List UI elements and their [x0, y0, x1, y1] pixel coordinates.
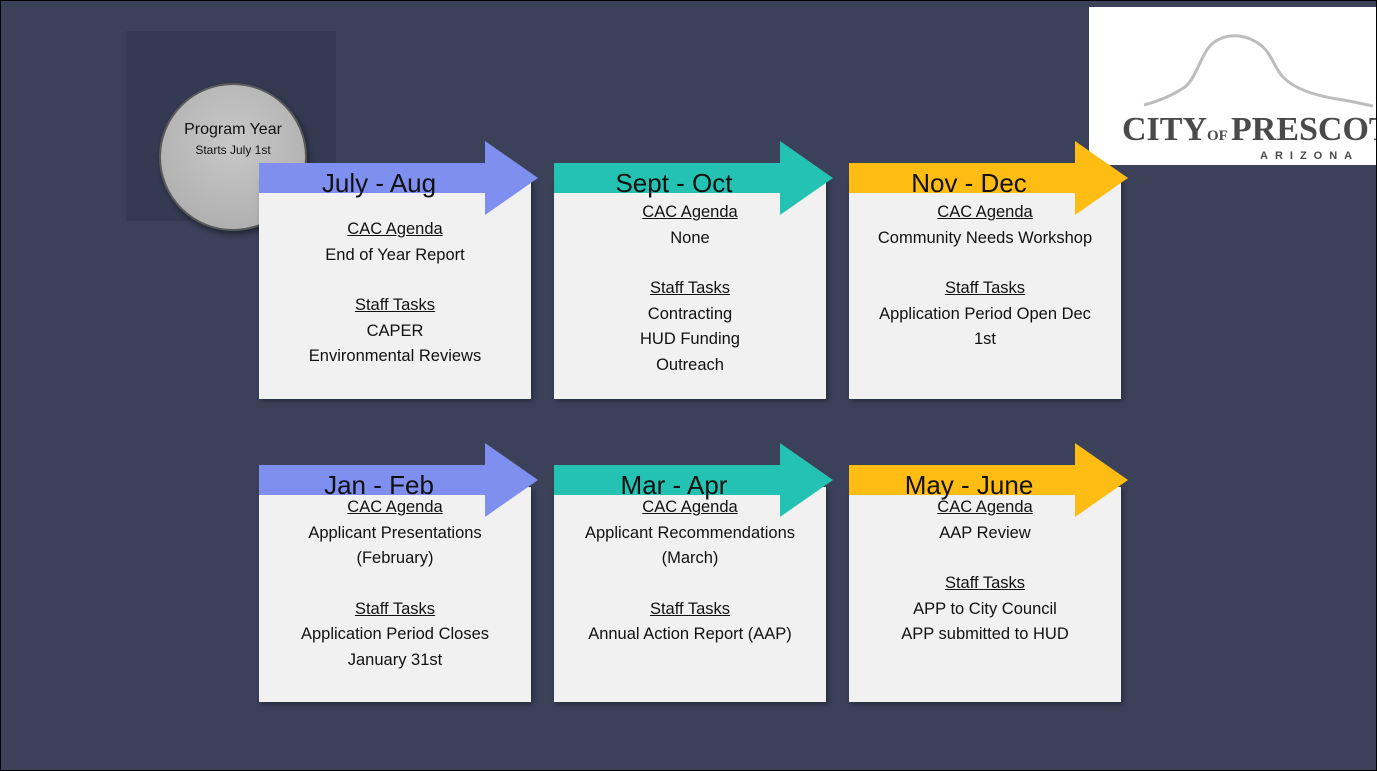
staff-item: CAPER [366, 321, 424, 340]
circle-title: Program Year [184, 121, 282, 138]
cac-agenda-heading: CAC Agenda [347, 220, 443, 238]
circle-subtitle: Starts July 1st [195, 143, 271, 157]
staff-item: APP to City Council [913, 599, 1057, 618]
svg-text:OF: OF [1207, 128, 1228, 144]
staff-item: Contracting [647, 304, 733, 323]
period-label: Jan - Feb [324, 470, 434, 500]
staff-tasks-heading: Staff Tasks [944, 279, 1026, 298]
staff-item: Outreach [656, 355, 724, 374]
period-card-mar-apr: CAC Agenda Applicant Recommendations (Ma… [554, 487, 826, 702]
period-arrow-nov-dec: Nov - Dec [849, 141, 1128, 215]
cac-agenda-heading: CAC Agenda [347, 498, 443, 516]
cac-agenda-heading: CAC Agenda [642, 203, 738, 221]
cac-item: (March) [661, 549, 719, 568]
svg-text:ARIZONA: ARIZONA [1260, 150, 1359, 162]
staff-item: APP submitted to HUD [901, 625, 1069, 644]
cac-item: Applicant Recommendations [584, 523, 796, 542]
svg-text:CITY: CITY [1122, 111, 1207, 148]
period-arrow-may-june: May - June [849, 443, 1128, 517]
period-label: May - June [904, 470, 1034, 500]
cac-agenda-heading: CAC Agenda [937, 498, 1033, 516]
staff-item: HUD Funding [640, 330, 740, 349]
staff-tasks-heading: Staff Tasks [649, 599, 731, 618]
period-arrow-july-aug: July - Aug [259, 141, 538, 215]
period-arrow-sept-oct: Sept - Oct [554, 141, 833, 215]
staff-item: Annual Action Report (AAP) [588, 625, 792, 644]
period-label: Mar - Apr [620, 470, 728, 500]
cac-item: AAP Review [939, 523, 1031, 542]
staff-item: 1st [973, 330, 996, 349]
staff-tasks-heading: Staff Tasks [649, 279, 731, 298]
staff-item: Application Period Closes [300, 625, 490, 644]
svg-text:PRESCOTT: PRESCOTT [1231, 111, 1377, 148]
period-label: Sept - Oct [615, 168, 733, 198]
cac-item: Community Needs Workshop [877, 228, 1093, 247]
staff-tasks-heading: Staff Tasks [354, 599, 436, 618]
cac-item: End of Year Report [325, 245, 465, 264]
cac-item: None [670, 228, 710, 247]
city-logo: CITY OF PRESCOTT ARIZONA [1089, 7, 1377, 165]
period-arrow-jan-feb: Jan - Feb [259, 443, 538, 517]
staff-tasks-heading: Staff Tasks [944, 574, 1026, 593]
period-label: Nov - Dec [911, 168, 1027, 198]
period-card-jan-feb: CAC Agenda Applicant Presentations (Febr… [259, 487, 531, 702]
cac-agenda-heading: CAC Agenda [642, 498, 738, 516]
staff-tasks-heading: Staff Tasks [354, 296, 436, 315]
period-label: July - Aug [321, 168, 437, 198]
cac-item: (February) [356, 549, 434, 568]
staff-item: January 31st [347, 650, 443, 669]
cac-item: Applicant Presentations [308, 523, 482, 542]
staff-item: Application Period Open Dec [879, 304, 1091, 323]
staff-item: Environmental Reviews [308, 347, 482, 366]
period-arrow-mar-apr: Mar - Apr [554, 443, 833, 517]
period-card-may-june: CAC Agenda AAP Review Staff Tasks APP to… [849, 487, 1121, 702]
cac-agenda-heading: CAC Agenda [937, 203, 1033, 221]
